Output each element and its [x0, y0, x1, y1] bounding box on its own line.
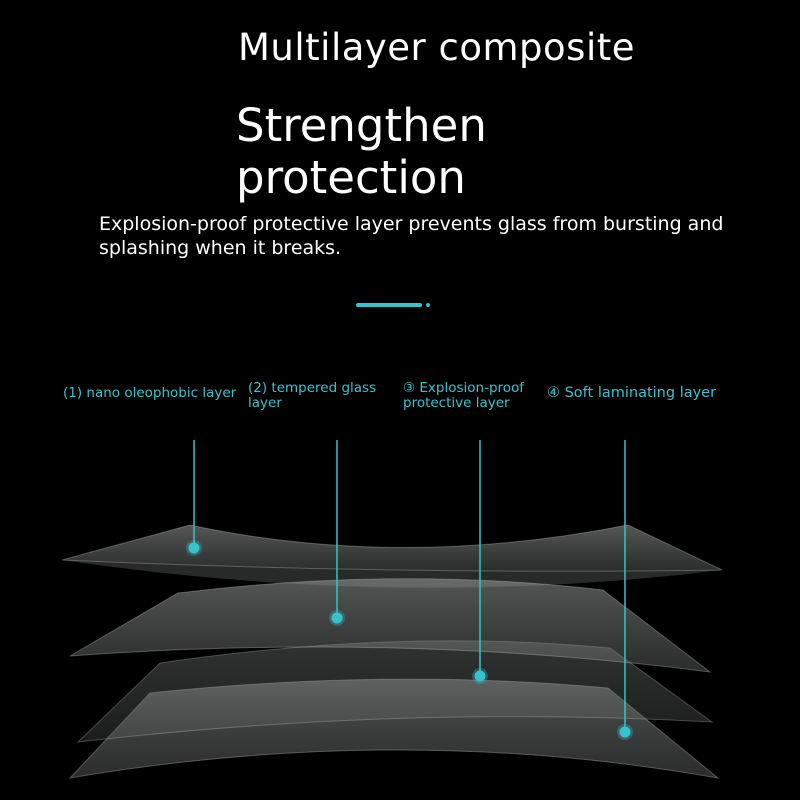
glass-sheet-1	[61, 524, 723, 572]
layer-label-soft-laminating: ④ Soft laminating layer	[547, 385, 717, 401]
layer-label-nano-oleophobic: (1) nano oleophobic layer	[63, 385, 237, 401]
main-title: Multilayer composite	[238, 26, 636, 69]
headline-line-1: Strengthen	[236, 99, 487, 152]
layer-label-tempered-glass: (2) tempered glass layer	[248, 380, 377, 411]
headline-line-2: protection	[236, 151, 466, 204]
layer-label-explosion-proof: ③ Explosion-proof protective layer	[403, 380, 525, 411]
accent-divider-dot	[426, 303, 430, 307]
glass-sheet-2	[69, 578, 712, 673]
headline: Strengthen protection	[236, 100, 487, 204]
description: Explosion-proof protective layer prevent…	[99, 213, 724, 259]
accent-divider	[356, 303, 422, 307]
